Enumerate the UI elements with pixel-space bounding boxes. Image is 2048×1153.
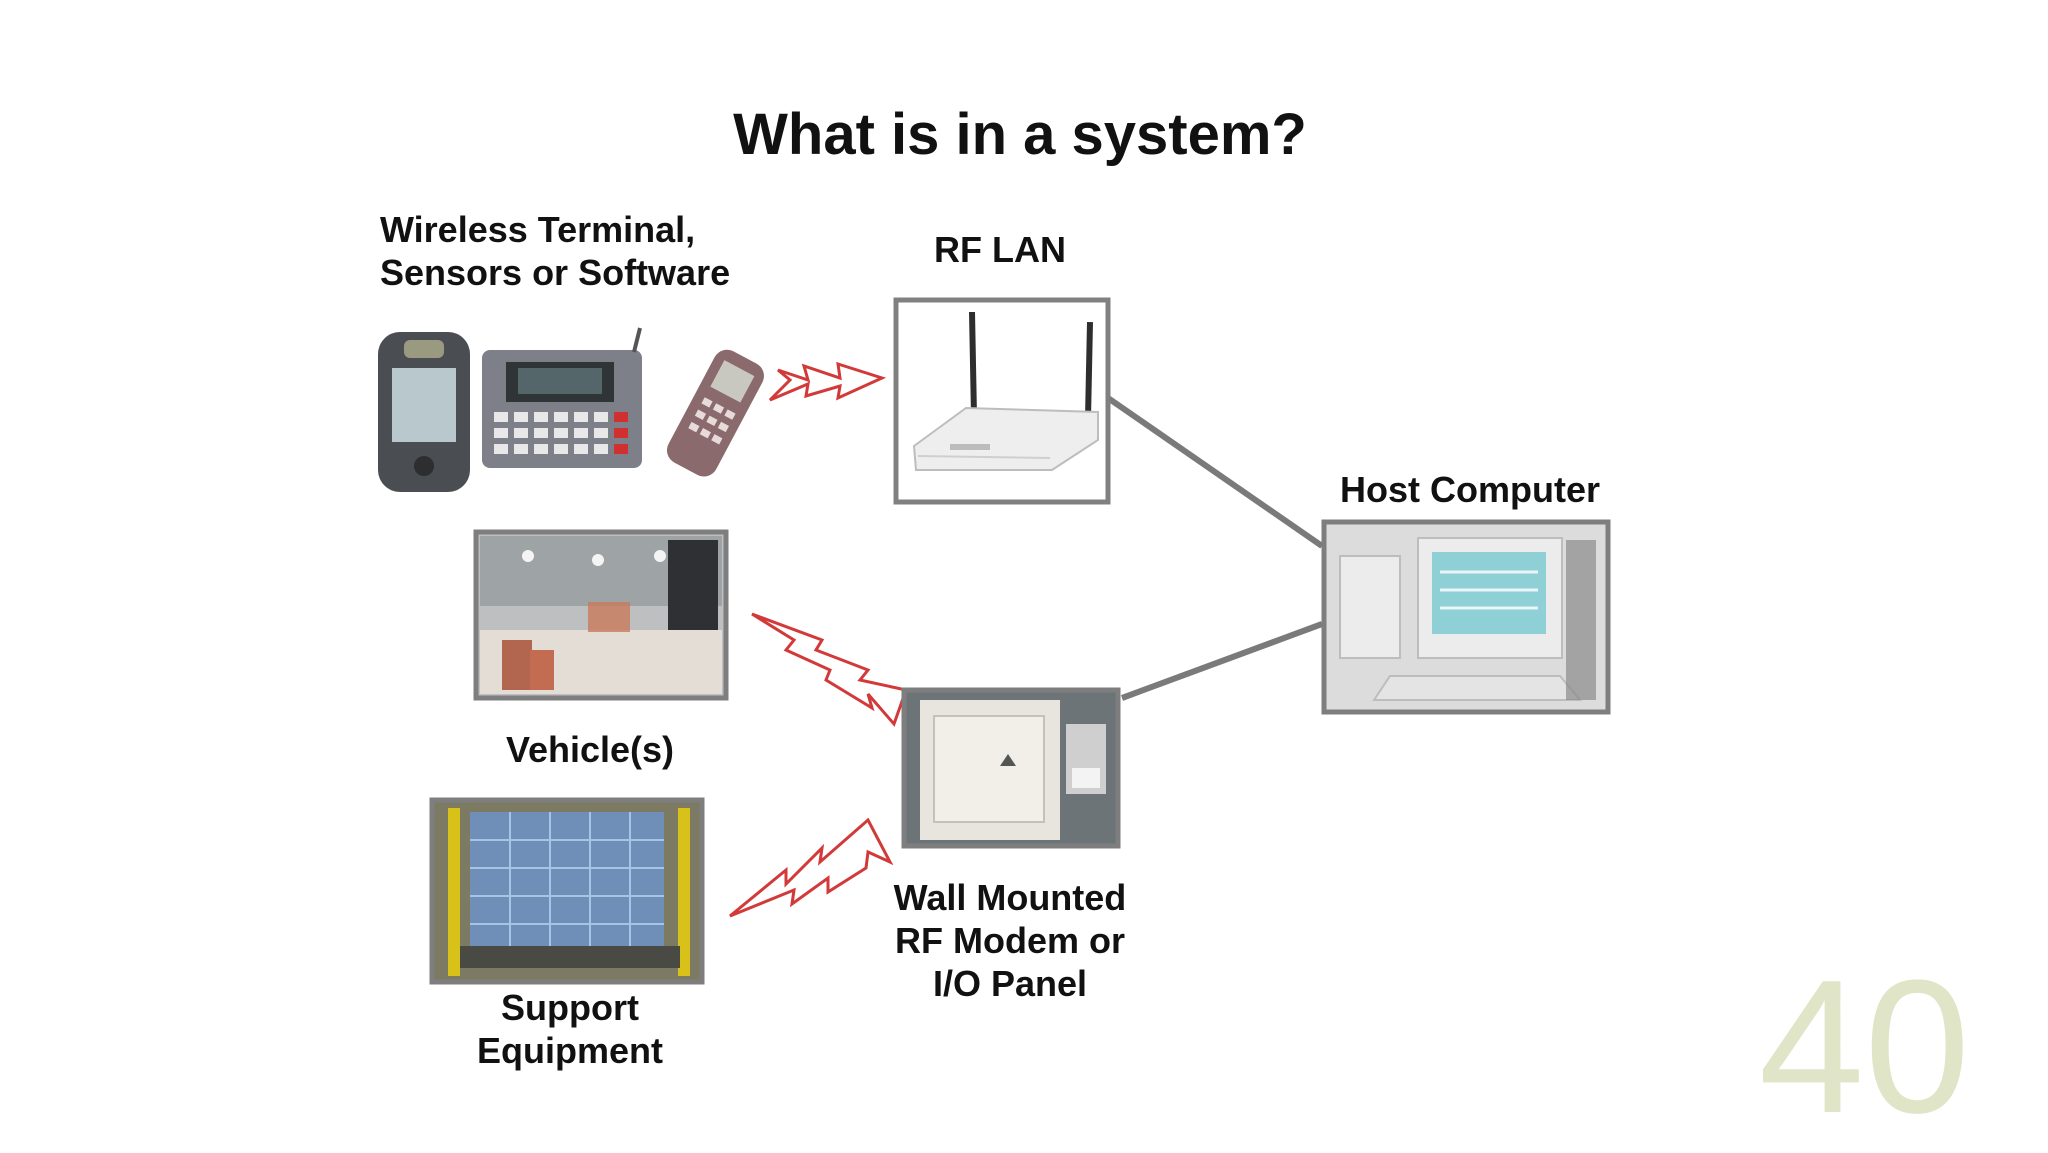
wireless-router-icon	[893, 297, 1111, 505]
label-terminals-line2: Sensors or Software	[380, 252, 731, 294]
label-support-equipment: Support Equipment	[420, 986, 720, 1072]
link-wall-host	[1120, 621, 1324, 701]
page-number: 40	[1758, 941, 1970, 1153]
lightning-terminals-to-rflan	[768, 361, 887, 402]
label-wireless-terminals: Wireless Terminal, Sensors or Software	[380, 208, 820, 294]
label-host-computer: Host Computer	[1340, 469, 1600, 510]
lightning-wall-to-support	[729, 817, 894, 918]
slide-title: What is in a system?	[733, 102, 1307, 167]
label-wall-line2: RF Modem or	[895, 920, 1125, 962]
label-support-line1: Support	[501, 987, 639, 1028]
warehouse-vehicle-icon	[473, 529, 729, 701]
pallet-equipment-icon	[429, 797, 705, 985]
label-wall-line1: Wall Mounted	[893, 877, 1127, 918]
label-support-line2: Equipment	[477, 1030, 663, 1072]
desktop-computer-icon	[1321, 519, 1611, 715]
label-wall-line3: I/O Panel	[932, 963, 1088, 1005]
label-vehicles: Vehicle(s)	[505, 729, 675, 770]
handheld-devices-icon	[378, 327, 764, 492]
label-wall-modem: Wall Mounted RF Modem or I/O Panel	[850, 876, 1170, 1006]
label-rf-lan: RF LAN	[934, 229, 1066, 270]
label-terminals-line1: Wireless Terminal,	[380, 209, 696, 250]
wall-panel-icon	[901, 687, 1121, 849]
link-rflan-host	[1106, 395, 1324, 549]
lightning-wall-to-vehicles	[751, 612, 908, 727]
